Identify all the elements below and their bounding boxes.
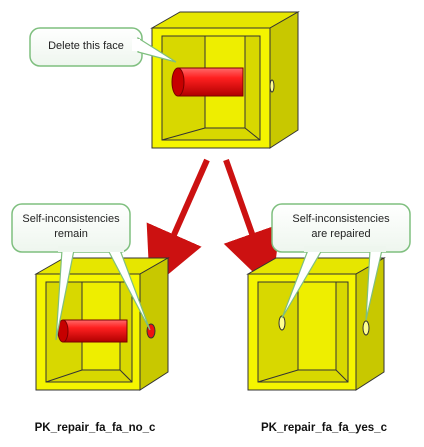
right-callout bbox=[271, 203, 411, 321]
arrow-left bbox=[146, 158, 210, 290]
callout-left-label: Self-inconsistencies remain bbox=[12, 212, 130, 242]
left-box-cylinder bbox=[57, 319, 128, 343]
caption-left: PK_repair_fa_fa_no_c bbox=[34, 422, 156, 434]
right-box bbox=[246, 257, 386, 391]
top-callout bbox=[29, 27, 177, 67]
callout-left-line1: Self-inconsistencies bbox=[22, 213, 120, 225]
right-box-side-hole bbox=[362, 320, 370, 336]
callout-left-line2: remain bbox=[54, 228, 88, 240]
left-callout bbox=[11, 203, 151, 341]
callout-right-line2: are repaired bbox=[311, 228, 371, 240]
caption-right: PK_repair_fa_fa_yes_c bbox=[261, 422, 387, 434]
top-box-side-face bbox=[269, 11, 299, 149]
top-box-cylinder bbox=[171, 67, 244, 97]
top-box-side-hole bbox=[269, 79, 275, 93]
callout-right-label: Self-inconsistencies are repaired bbox=[272, 212, 410, 242]
callout-right-line1: Self-inconsistencies bbox=[292, 213, 390, 225]
callout-top-label: Delete this face bbox=[48, 40, 124, 52]
arrow-right bbox=[223, 159, 281, 291]
right-box-inner-hole bbox=[278, 315, 286, 331]
top-box bbox=[150, 11, 300, 149]
